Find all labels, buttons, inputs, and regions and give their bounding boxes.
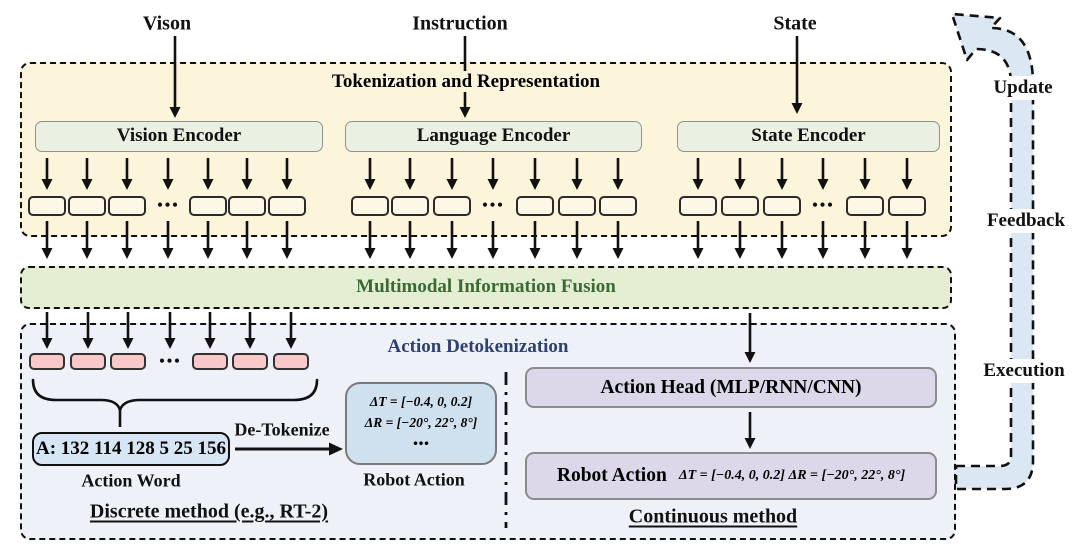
token-ellipsis: ... <box>811 183 835 213</box>
fusion-box <box>20 266 952 309</box>
delta-t-line: ΔT = [−0.4, 0, 0.2] <box>369 394 473 409</box>
execution-label: Execution <box>975 359 1073 383</box>
token <box>721 196 759 216</box>
flow-arrowhead <box>364 248 376 259</box>
token <box>763 196 801 216</box>
flow-arrowhead <box>692 248 704 259</box>
token <box>679 196 717 216</box>
input-label-state: State <box>773 12 817 35</box>
robot-action-box-continuous: Robot Action ΔT = [−0.4, 0, 0.2] ΔR = [−… <box>525 452 937 500</box>
action-token <box>192 353 228 370</box>
token <box>558 196 596 216</box>
flow-arrowhead <box>612 248 624 259</box>
action-head-box: Action Head (MLP/RNN/CNN) <box>525 367 937 408</box>
tokenization-title-row: Tokenization and Representation <box>0 71 932 93</box>
flow-arrowhead <box>446 248 458 259</box>
delta-r-line: ΔR = [−20°, 22°, 8°] <box>364 415 478 430</box>
tokenization-title: Tokenization and Representation <box>321 71 611 92</box>
flow-arrowhead <box>81 248 93 259</box>
flow-arrowhead <box>776 248 788 259</box>
flow-arrowhead <box>41 248 53 259</box>
action-word-value: A: 132 114 128 5 25 156 <box>36 438 226 459</box>
flow-arrowhead <box>404 248 416 259</box>
flow-arrowhead <box>121 248 133 259</box>
token <box>108 196 146 216</box>
flow-arrowhead <box>487 248 499 259</box>
action-word-box: A: 132 114 128 5 25 156 <box>32 432 230 466</box>
token <box>599 196 637 216</box>
state-encoder-label: State Encoder <box>751 125 866 146</box>
flow-arrowhead <box>817 248 829 259</box>
flow-arrowhead <box>241 248 253 259</box>
flow-arrowhead <box>734 248 746 259</box>
vision-encoder-label: Vision Encoder <box>116 125 242 146</box>
language-encoder-box: Language Encoder <box>345 121 642 152</box>
robot-action-box-discrete: ΔT = [−0.4, 0, 0.2] ΔR = [−20°, 22°, 8°]… <box>345 382 497 465</box>
token <box>68 196 106 216</box>
feedback-label: Feedback <box>978 209 1074 233</box>
token-ellipsis: ... <box>158 339 182 369</box>
token <box>228 196 266 216</box>
robot-action-values-continuous: ΔT = [−0.4, 0, 0.2] ΔR = [−20°, 22°, 8°] <box>678 468 906 483</box>
token <box>28 196 66 216</box>
action-head-label: Action Head (MLP/RNN/CNN) <box>600 377 862 398</box>
detokenization-title: Action Detokenization <box>387 336 569 357</box>
vision-encoder-box: Vision Encoder <box>35 121 323 152</box>
fusion-title: Multimodal Information Fusion <box>356 276 616 297</box>
action-token <box>273 353 309 370</box>
token <box>433 196 471 216</box>
flow-arrowhead <box>162 248 174 259</box>
flow-arrowhead <box>901 248 913 259</box>
input-label-instruction: Instruction <box>412 12 508 35</box>
action-token <box>70 353 106 370</box>
token <box>516 196 554 216</box>
token <box>888 196 926 216</box>
input-label-vision: Vison <box>142 12 192 35</box>
flow-arrowhead <box>202 248 214 259</box>
action-token <box>110 353 146 370</box>
language-encoder-label: Language Encoder <box>416 125 571 146</box>
token <box>351 196 389 216</box>
robot-action-label-discrete: Robot Action <box>363 469 465 490</box>
token <box>268 196 306 216</box>
token-ellipsis: ... <box>481 183 505 213</box>
action-token <box>29 353 65 370</box>
token <box>846 196 884 216</box>
flow-arrowhead <box>859 248 871 259</box>
robot-action-label-continuous: Robot Action <box>556 465 667 486</box>
continuous-method-label: Continuous method <box>628 505 798 528</box>
token-ellipsis: ... <box>156 183 180 213</box>
flow-arrowhead <box>571 248 583 259</box>
state-encoder-box: State Encoder <box>677 121 940 152</box>
flow-arrowhead <box>281 248 293 259</box>
discrete-method-label: Discrete method (e.g., RT-2) <box>89 500 329 523</box>
token <box>189 196 227 216</box>
robot-action-ellipsis: ... <box>412 425 430 450</box>
action-word-label: Action Word <box>81 470 181 491</box>
action-token <box>232 353 268 370</box>
detokenize-label: De-Tokenize <box>234 419 330 440</box>
update-label: Update <box>985 76 1061 100</box>
flow-arrowhead <box>529 248 541 259</box>
token <box>391 196 429 216</box>
